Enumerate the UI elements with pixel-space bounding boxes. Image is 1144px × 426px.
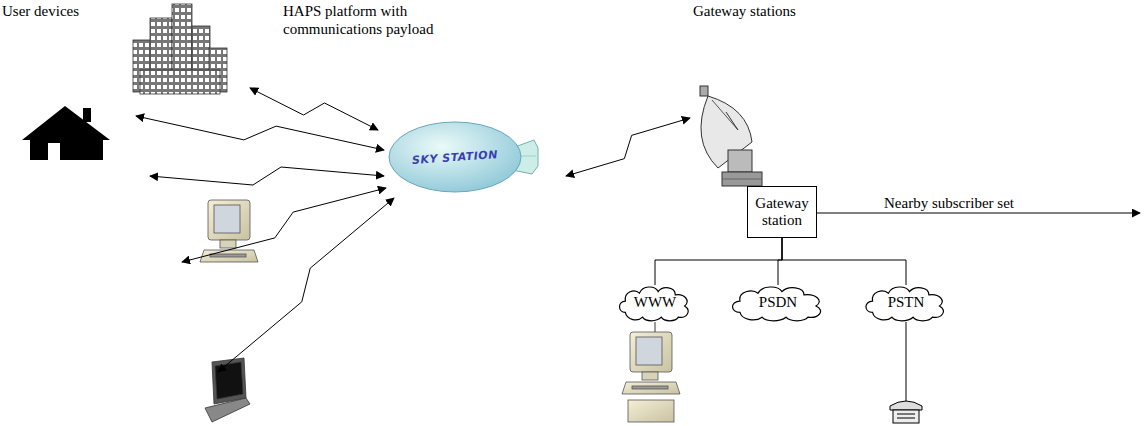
radio-link xyxy=(566,118,690,176)
house-icon xyxy=(22,106,110,160)
laptop-icon xyxy=(205,358,250,422)
computer-icon xyxy=(622,322,680,422)
city-icon xyxy=(133,4,227,94)
network-cloud: PSDN xyxy=(728,282,828,322)
radio-link xyxy=(250,88,378,130)
subscriber-arrow xyxy=(816,213,1140,214)
link-label: Nearby subscriber set xyxy=(884,194,1014,212)
haps-platform: SKY STATION xyxy=(388,120,522,194)
node-text: PSDN xyxy=(759,294,797,311)
gateway-box: Gateway station xyxy=(747,186,817,238)
radio-link xyxy=(182,188,386,262)
radio-link-group xyxy=(136,88,690,372)
radio-link xyxy=(150,167,384,185)
network-link xyxy=(782,238,906,285)
network-link xyxy=(655,238,782,285)
network-cloud: WWW xyxy=(616,282,694,322)
telephone-icon xyxy=(890,322,922,423)
node-text: PSTN xyxy=(888,294,925,311)
computer-icon xyxy=(200,200,258,262)
radio-link xyxy=(218,198,394,372)
radio-link xyxy=(136,116,384,150)
node-text: WWW xyxy=(634,294,676,311)
section-label: HAPS platform with communications payloa… xyxy=(283,2,473,38)
dish-antenna-icon xyxy=(700,86,762,186)
network-link xyxy=(778,238,782,285)
node-text: Gateway station xyxy=(751,195,813,229)
section-label: Gateway stations xyxy=(693,2,796,20)
network-cloud: PSTN xyxy=(862,282,950,322)
section-label: User devices xyxy=(2,2,79,20)
